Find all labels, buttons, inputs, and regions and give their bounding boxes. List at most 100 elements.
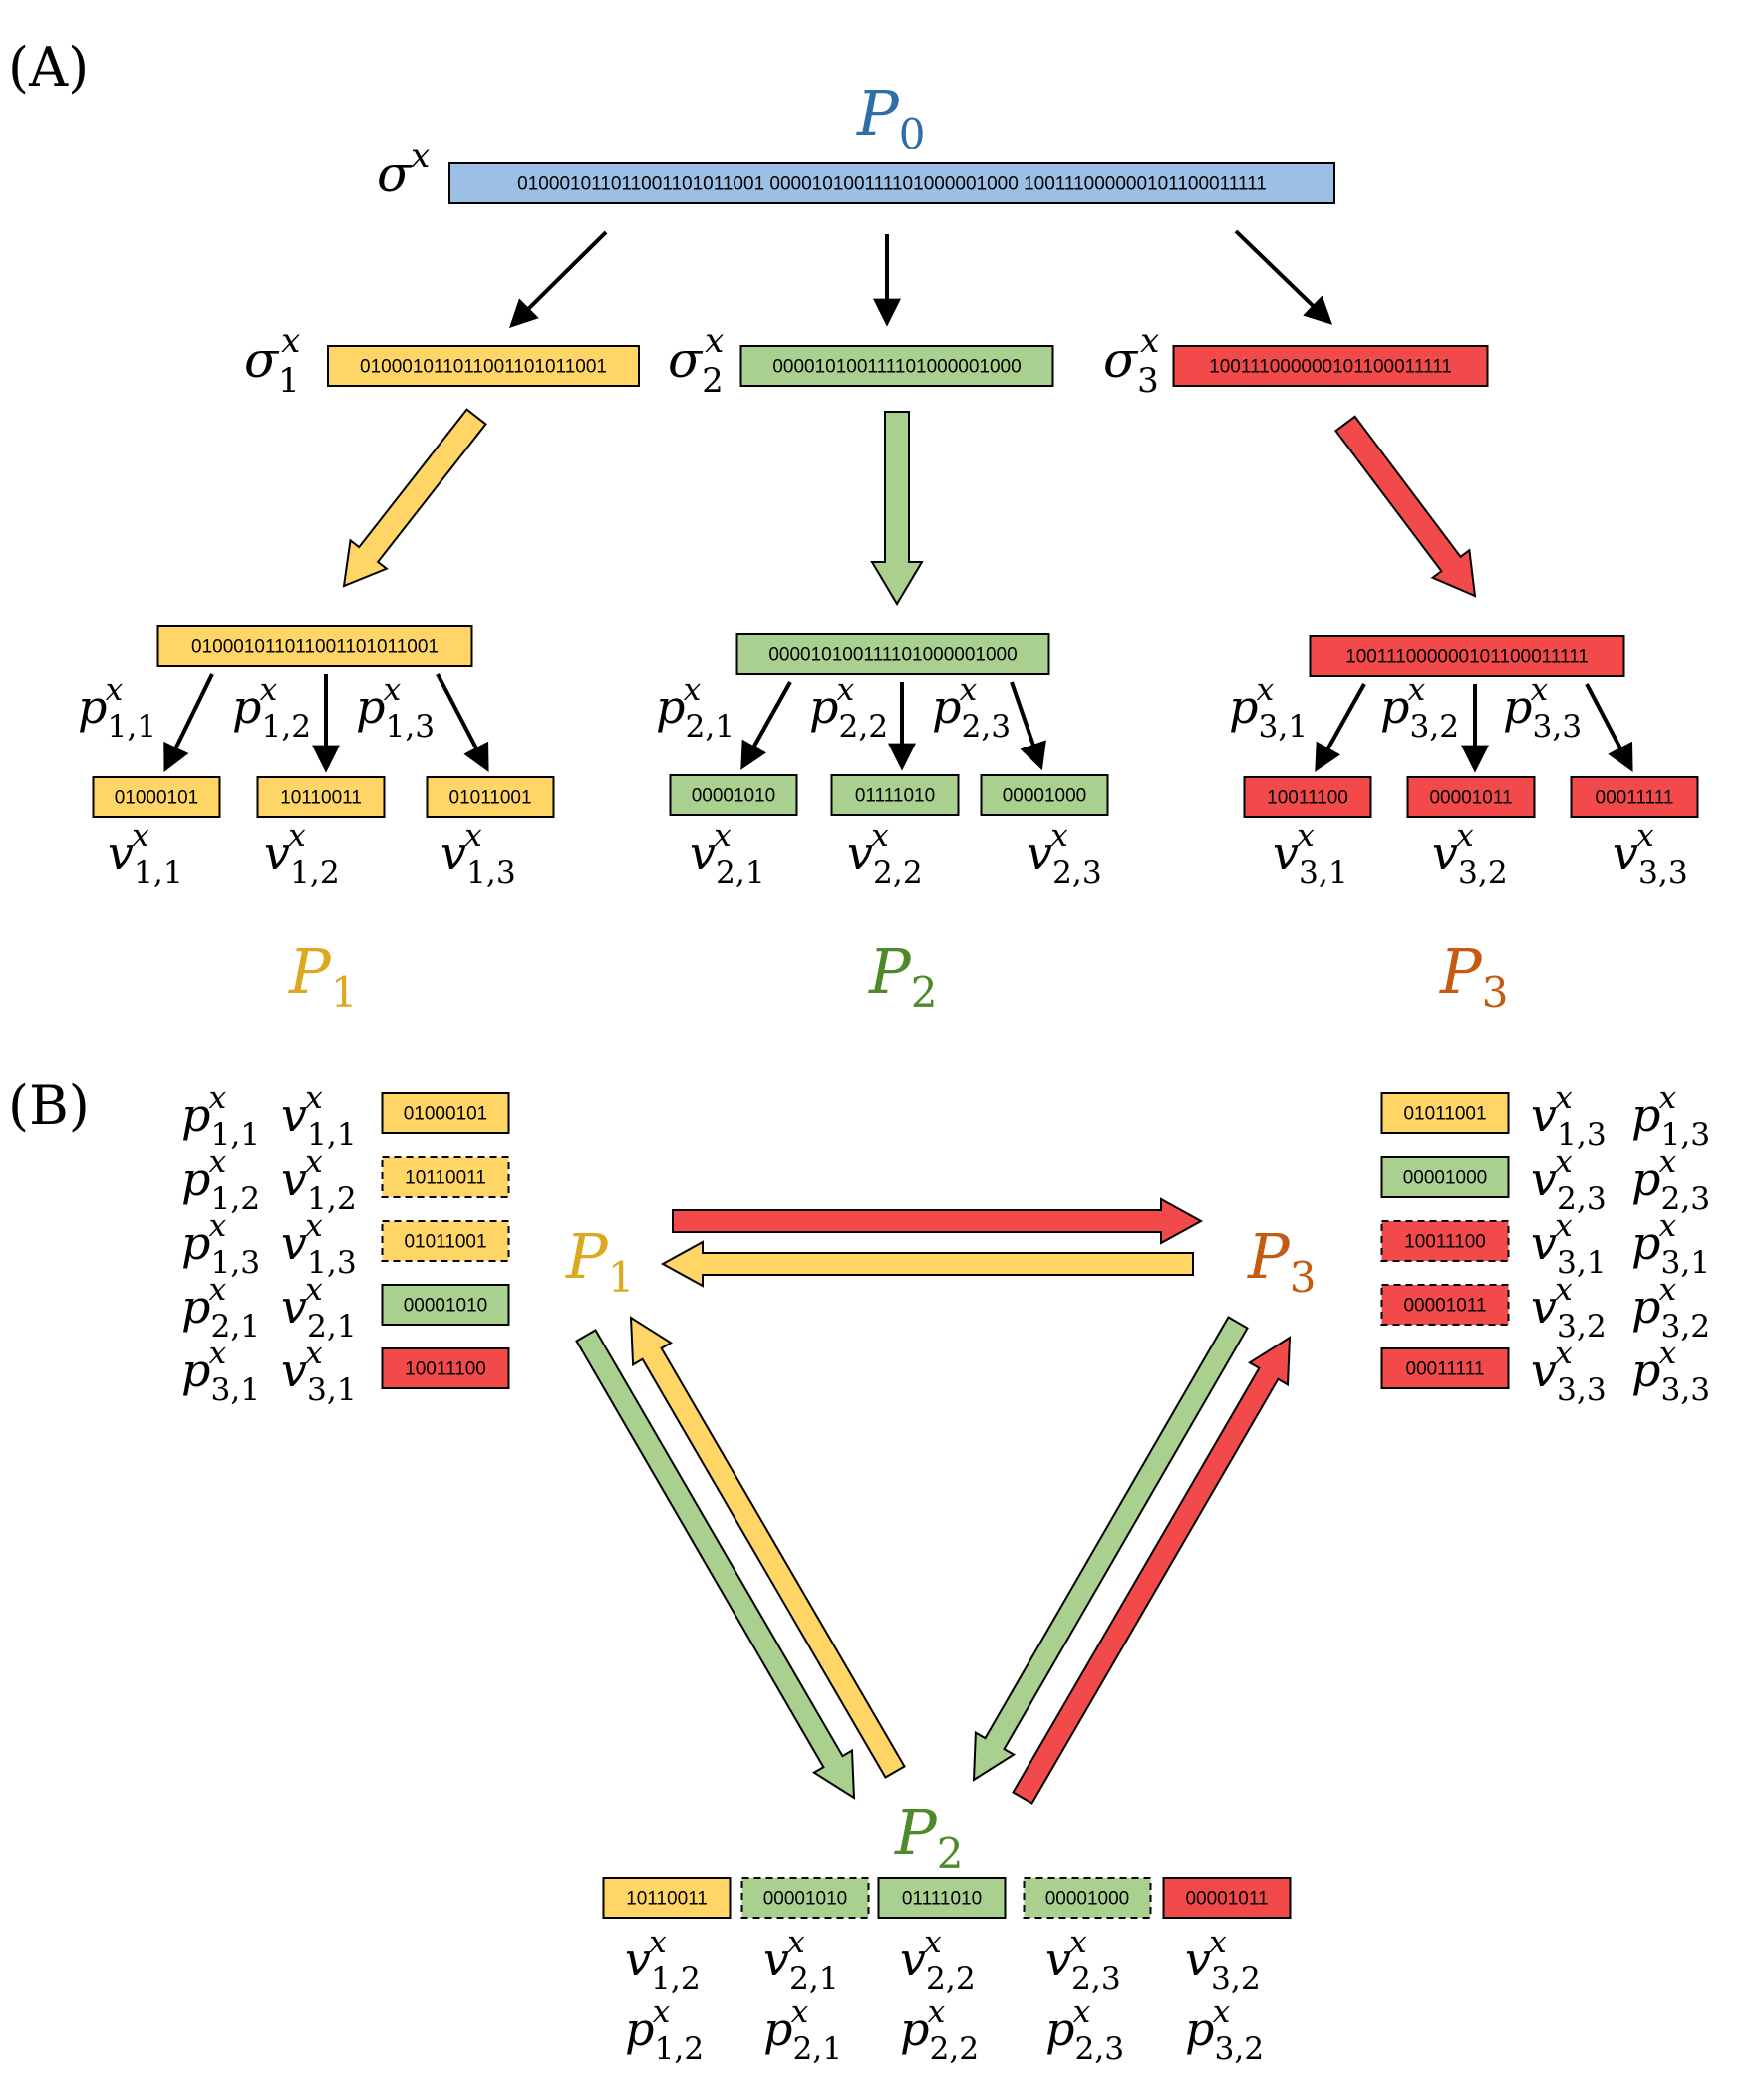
p2-col-5: 00001011 (1162, 1877, 1292, 1919)
p3-row-2: 00001000 (1380, 1156, 1510, 1198)
subshare-3-chunk-2-box (1406, 776, 1536, 818)
subshare-3-v-label-3: v3,3x (1613, 818, 1688, 891)
arrow-p2-to-p1-green (575, 1329, 856, 1800)
p1-row-3: 01011001 (381, 1220, 510, 1262)
subshare-1-v-label-2: v1,2x (264, 818, 340, 891)
p1-row-4-p-label: p2,1x (181, 1272, 260, 1345)
p3-row-2-p-label: p2,3x (1631, 1144, 1710, 1217)
share-1-bits: 010001011011001101011001 (360, 356, 607, 377)
subshare-2-chunk-1: 00001010 (669, 774, 798, 816)
p3-row-2-bits: 00001000 (1403, 1167, 1488, 1188)
share-3-bits: 100111000000101100011111 (1209, 356, 1452, 377)
subshare-3-v-label-2: v3,2x (1432, 818, 1508, 891)
p3-row-4-v-label: v3,2x (1531, 1272, 1607, 1345)
secret-bitstring: 010001011011001101011001 000010100111101… (448, 162, 1335, 204)
subshare-trees: 010001011011001101011001p1,1x01000101v1,… (78, 625, 1699, 891)
subshare-1-full-bits: 010001011011001101011001 (191, 636, 439, 657)
p1-row-4-bits: 00001010 (404, 1295, 488, 1316)
p1-row-5-box (381, 1347, 510, 1389)
p1-row-5: 10011100 (381, 1347, 510, 1389)
subshare-1-chunk-3: 01011001 (426, 776, 555, 818)
p2-holdings: 10110011v1,2xp1,2x00001010v2,1xp2,1x0111… (602, 1877, 1292, 2067)
p1-row-4-box (381, 1284, 510, 1326)
party-p1-label: P1 (288, 935, 357, 1017)
p1-row-5-bits: 10011100 (405, 1358, 486, 1379)
subshare-3-split-arrow-3 (1585, 683, 1633, 772)
share-2-box (739, 345, 1054, 387)
p3-row-5-v-label: v3,3x (1531, 1336, 1607, 1408)
subshare-3-full-box (1309, 635, 1625, 677)
p2-col-5-p-label: p3,2x (1185, 1994, 1264, 2067)
p1-row-2-bits: 10110011 (405, 1167, 486, 1188)
split-arrow-1 (509, 230, 608, 328)
subshare-2-split-arrow-1 (740, 681, 792, 770)
p1-row-3-bits: 01011001 (404, 1231, 486, 1252)
p2-col-3-box (877, 1877, 1007, 1919)
arrow-p3-to-p2-green (972, 1316, 1249, 1782)
p2-col-1: 10110011 (602, 1877, 732, 1919)
p3-row-1: 01011001 (1380, 1092, 1510, 1134)
secret-sigma-label: σx (377, 137, 430, 203)
party-p3-label: P3 (1439, 935, 1508, 1017)
p2-col-2: 00001010 (740, 1877, 870, 1919)
subshare-3-chunk-3-bits: 00011111 (1596, 787, 1674, 808)
subshare-2-chunk-3-bits: 00001000 (1003, 785, 1087, 806)
p1-row-1-p-label: p1,1x (181, 1080, 260, 1153)
subshare-3-chunk-2: 00001011 (1406, 776, 1536, 818)
p1-row-2-v-label: v1,2x (281, 1144, 357, 1217)
p1-row-1-v-label: v1,1x (281, 1080, 357, 1153)
p1-row-5-v-label: v3,1x (281, 1336, 357, 1408)
party-p2-label: P2 (868, 935, 937, 1017)
subshare-2-v-label-1: v2,1x (690, 818, 765, 891)
p3-row-4-bits: 00001011 (1403, 1295, 1486, 1316)
subshare-2-v-label-2: v2,2x (847, 818, 923, 891)
subshare-3-p-label-2: p3,2x (1380, 672, 1459, 745)
subshare-2-chunk-2: 01111010 (830, 774, 960, 816)
p2-col-4-bits: 00001000 (1045, 1888, 1130, 1909)
subshare-3-chunk-2-bits: 00001011 (1429, 787, 1512, 808)
subshare-2-chunk-3: 00001000 (980, 774, 1109, 816)
party-p3-label-b: P3 (1247, 1220, 1316, 1302)
p3-row-1-box (1380, 1092, 1510, 1134)
subshare-2-v-label-3: v2,3x (1027, 818, 1102, 891)
subshare-1-p-label-3: p1,3x (356, 672, 435, 745)
exchange-arrows (575, 1197, 1292, 1805)
p3-row-2-box (1380, 1156, 1510, 1198)
p2-col-5-bits: 00001011 (1185, 1888, 1268, 1909)
party-p2-label-b: P2 (894, 1796, 963, 1878)
p2-col-4-p-label: p2,3x (1045, 1994, 1124, 2067)
share-2: 000010100111101000001000 (739, 345, 1054, 387)
p2-col-4: 00001000 (1023, 1877, 1152, 1919)
subshare-1-chunk-1: 01000101 (92, 776, 221, 818)
subshare-3-v-label-1: v3,1x (1273, 818, 1348, 891)
subshare-3-full-bits: 100111000000101100011111 (1345, 646, 1589, 667)
subshare-1-chunk-3-box (426, 776, 555, 818)
p2-col-1-bits: 10110011 (626, 1888, 708, 1909)
subshare-1-full-box (156, 625, 473, 667)
subshare-1-full: 010001011011001101011001 (156, 625, 473, 667)
subshare-3-p-label-1: p3,1x (1229, 672, 1308, 745)
arrow-p3-to-p1 (660, 1240, 1194, 1288)
subshare-1-p-label-1: p1,1x (78, 672, 156, 745)
p3-row-4-p-label: p3,2x (1631, 1272, 1710, 1345)
p3-row-4: 00001011 (1380, 1284, 1510, 1326)
p3-row-5-p-label: p3,3x (1631, 1336, 1710, 1408)
subshare-3-chunk-1: 10011100 (1243, 776, 1372, 818)
p3-row-3-v-label: v3,1x (1531, 1208, 1607, 1281)
distribution-arrows (342, 408, 1477, 606)
party-p0-label: P0 (856, 77, 925, 158)
p2-col-5-v-label: v3,2x (1185, 1925, 1261, 1997)
subshare-3-chunk-1-bits: 10011100 (1267, 787, 1348, 808)
p2-col-4-box (1023, 1877, 1152, 1919)
share-3-label: σ3x (1103, 321, 1159, 401)
p1-row-3-p-label: p1,3x (181, 1208, 260, 1281)
subshare-1-chunk-2: 10110011 (256, 776, 386, 818)
subshare-1-v-label-1: v1,1x (108, 818, 183, 891)
subshare-2-chunk-3-box (980, 774, 1109, 816)
p3-row-5-bits: 00011111 (1406, 1358, 1485, 1379)
split-arrow-3 (1234, 229, 1333, 325)
share-2-send-arrow (870, 411, 924, 606)
